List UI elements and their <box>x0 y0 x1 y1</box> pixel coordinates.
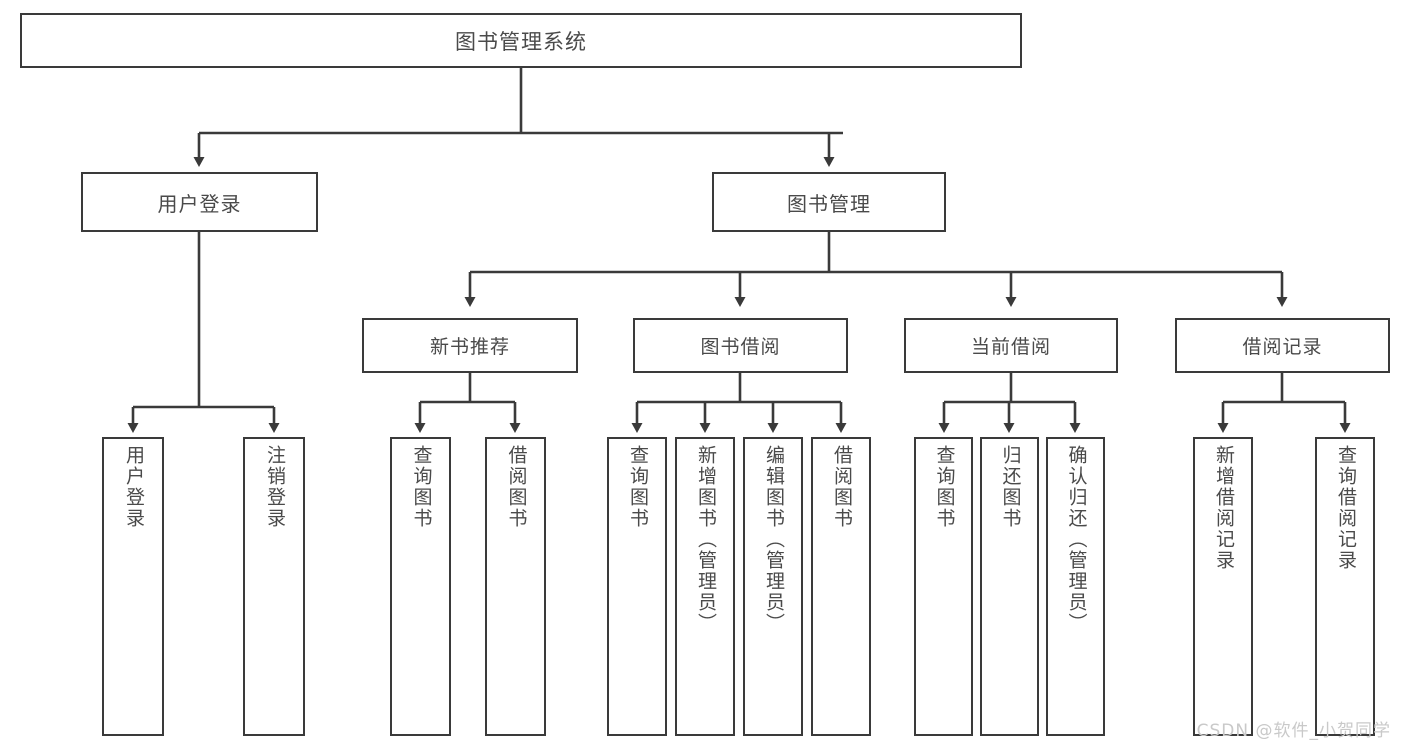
node-book-management[interactable]: 图书管理 <box>712 172 946 232</box>
node-user-login[interactable]: 用户登录 <box>81 172 318 232</box>
leaf-book-borrow-0[interactable]: 查询图书 <box>607 437 667 736</box>
node-book-borrow[interactable]: 图书借阅 <box>633 318 848 373</box>
leaf-borrow-record-1[interactable]: 查询借阅记录 <box>1315 437 1375 736</box>
node-root-label: 图书管理系统 <box>455 29 587 54</box>
leaf-label: 用户登录 <box>122 445 145 529</box>
node-new-book-recommend-label: 新书推荐 <box>429 336 510 358</box>
leaf-label: 查询图书 <box>933 445 956 529</box>
leaf-borrow-record-0[interactable]: 新增借阅记录 <box>1193 437 1253 736</box>
leaf-label: 查询借阅记录 <box>1334 445 1357 571</box>
leaf-label: 归还图书 <box>999 445 1022 529</box>
leaf-label: 借阅图书 <box>830 445 853 529</box>
node-book-borrow-label: 图书借阅 <box>700 336 781 358</box>
leaf-label: 查询图书 <box>626 445 649 529</box>
leaf-label: 新增图书（管理员） <box>694 445 717 634</box>
node-current-borrow[interactable]: 当前借阅 <box>904 318 1118 373</box>
leaf-current-borrow-0[interactable]: 查询图书 <box>914 437 973 736</box>
leaf-new-book-recommend-0[interactable]: 查询图书 <box>390 437 451 736</box>
leaf-book-borrow-3[interactable]: 借阅图书 <box>811 437 871 736</box>
node-borrow-record[interactable]: 借阅记录 <box>1175 318 1390 373</box>
leaf-new-book-recommend-1[interactable]: 借阅图书 <box>485 437 546 736</box>
leaf-label: 新增借阅记录 <box>1212 445 1235 571</box>
node-current-borrow-label: 当前借阅 <box>970 336 1051 358</box>
node-new-book-recommend[interactable]: 新书推荐 <box>362 318 578 373</box>
leaf-current-borrow-1[interactable]: 归还图书 <box>980 437 1039 736</box>
leaf-user-login-1[interactable]: 注销登录 <box>243 437 305 736</box>
leaf-user-login-0[interactable]: 用户登录 <box>102 437 164 736</box>
leaf-label: 确认归还（管理员） <box>1065 445 1088 634</box>
leaf-current-borrow-2[interactable]: 确认归还（管理员） <box>1046 437 1105 736</box>
node-book-management-label: 图书管理 <box>787 191 871 216</box>
leaf-label: 查询图书 <box>410 445 433 529</box>
leaf-label: 注销登录 <box>263 445 286 529</box>
node-user-login-label: 用户登录 <box>157 191 242 216</box>
node-borrow-record-label: 借阅记录 <box>1242 336 1323 358</box>
node-root-book-management-system[interactable]: 图书管理系统 <box>20 13 1022 68</box>
leaf-book-borrow-2[interactable]: 编辑图书（管理员） <box>743 437 803 736</box>
leaf-label: 编辑图书（管理员） <box>762 445 785 634</box>
watermark-text: CSDN @软件_小贺同学 <box>1196 721 1391 741</box>
leaf-book-borrow-1[interactable]: 新增图书（管理员） <box>675 437 735 736</box>
leaf-label: 借阅图书 <box>505 445 528 529</box>
